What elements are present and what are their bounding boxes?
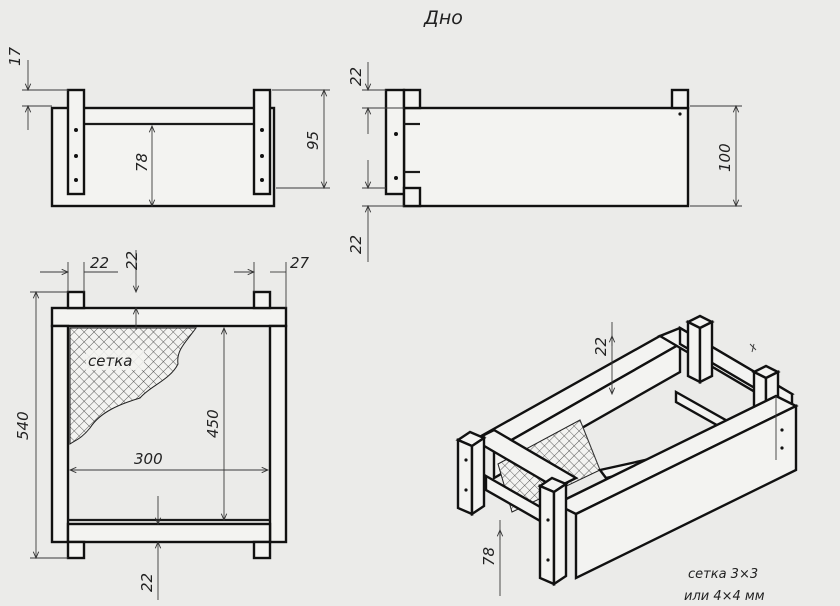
side-leg-top-right	[670, 88, 690, 110]
side-view: 22 22 100	[347, 62, 742, 262]
isometric-view: 22 78	[455, 314, 799, 596]
dim-side-height: 100	[716, 143, 734, 172]
dim-plan-end: 27	[290, 254, 310, 272]
front-leg-right	[252, 88, 272, 196]
plan-leg-top-left	[66, 290, 86, 310]
plan-side-right	[268, 324, 288, 544]
iso-front-leg	[538, 484, 556, 586]
iso-near-side	[574, 404, 798, 580]
front-nail	[260, 128, 264, 132]
plan-side-left	[50, 324, 70, 544]
dim-side-top: 22	[347, 67, 365, 86]
side-leg-left	[384, 88, 406, 196]
dim-iso-leg: 22	[592, 337, 610, 356]
front-nail	[74, 128, 78, 132]
iso-front-leg	[456, 438, 474, 516]
front-leg-left	[66, 88, 86, 196]
dim-plan-leg-depth: 22	[123, 251, 141, 270]
dim-side-bottom: 22	[347, 235, 365, 254]
plan-leg-bottom-left	[66, 540, 86, 560]
mesh-label: сетка	[88, 352, 132, 370]
front-nail	[74, 178, 78, 182]
side-board	[402, 106, 690, 208]
dim-plan-inner-length: 450	[204, 409, 222, 438]
front-view: 17 78 95	[6, 46, 330, 208]
plan-view: сетка 22 22 27 540 450 300 22	[14, 250, 310, 600]
dim-plan-length: 540	[14, 411, 32, 440]
front-board	[50, 106, 276, 208]
front-nail	[260, 178, 264, 182]
dim-front-inner: 78	[133, 153, 151, 172]
front-nail	[260, 154, 264, 158]
plan-leg-bottom-right	[252, 540, 272, 560]
side-leg-top	[402, 88, 422, 110]
dim-plan-inner-width: 300	[134, 450, 163, 468]
mesh-note-line2: или 4×4 мм	[684, 589, 765, 604]
iso-back-leg	[686, 320, 702, 384]
mesh-patch	[69, 327, 197, 445]
plan-bottom-rail	[66, 522, 272, 544]
dim-plan-leg: 22	[90, 254, 109, 272]
dim-front-top: 17	[6, 46, 24, 66]
plan-leg-top-right	[252, 290, 272, 310]
dim-iso-height: 78	[480, 547, 498, 566]
drawing-title: Дно	[423, 7, 463, 29]
front-nail	[74, 154, 78, 158]
plan-top-rail	[50, 306, 288, 328]
dim-plan-bottom: 22	[138, 573, 156, 592]
dim-front-total: 95	[304, 131, 322, 150]
mesh-note-line1: сетка 3×3	[688, 567, 758, 582]
side-leg-bottom	[402, 186, 422, 208]
